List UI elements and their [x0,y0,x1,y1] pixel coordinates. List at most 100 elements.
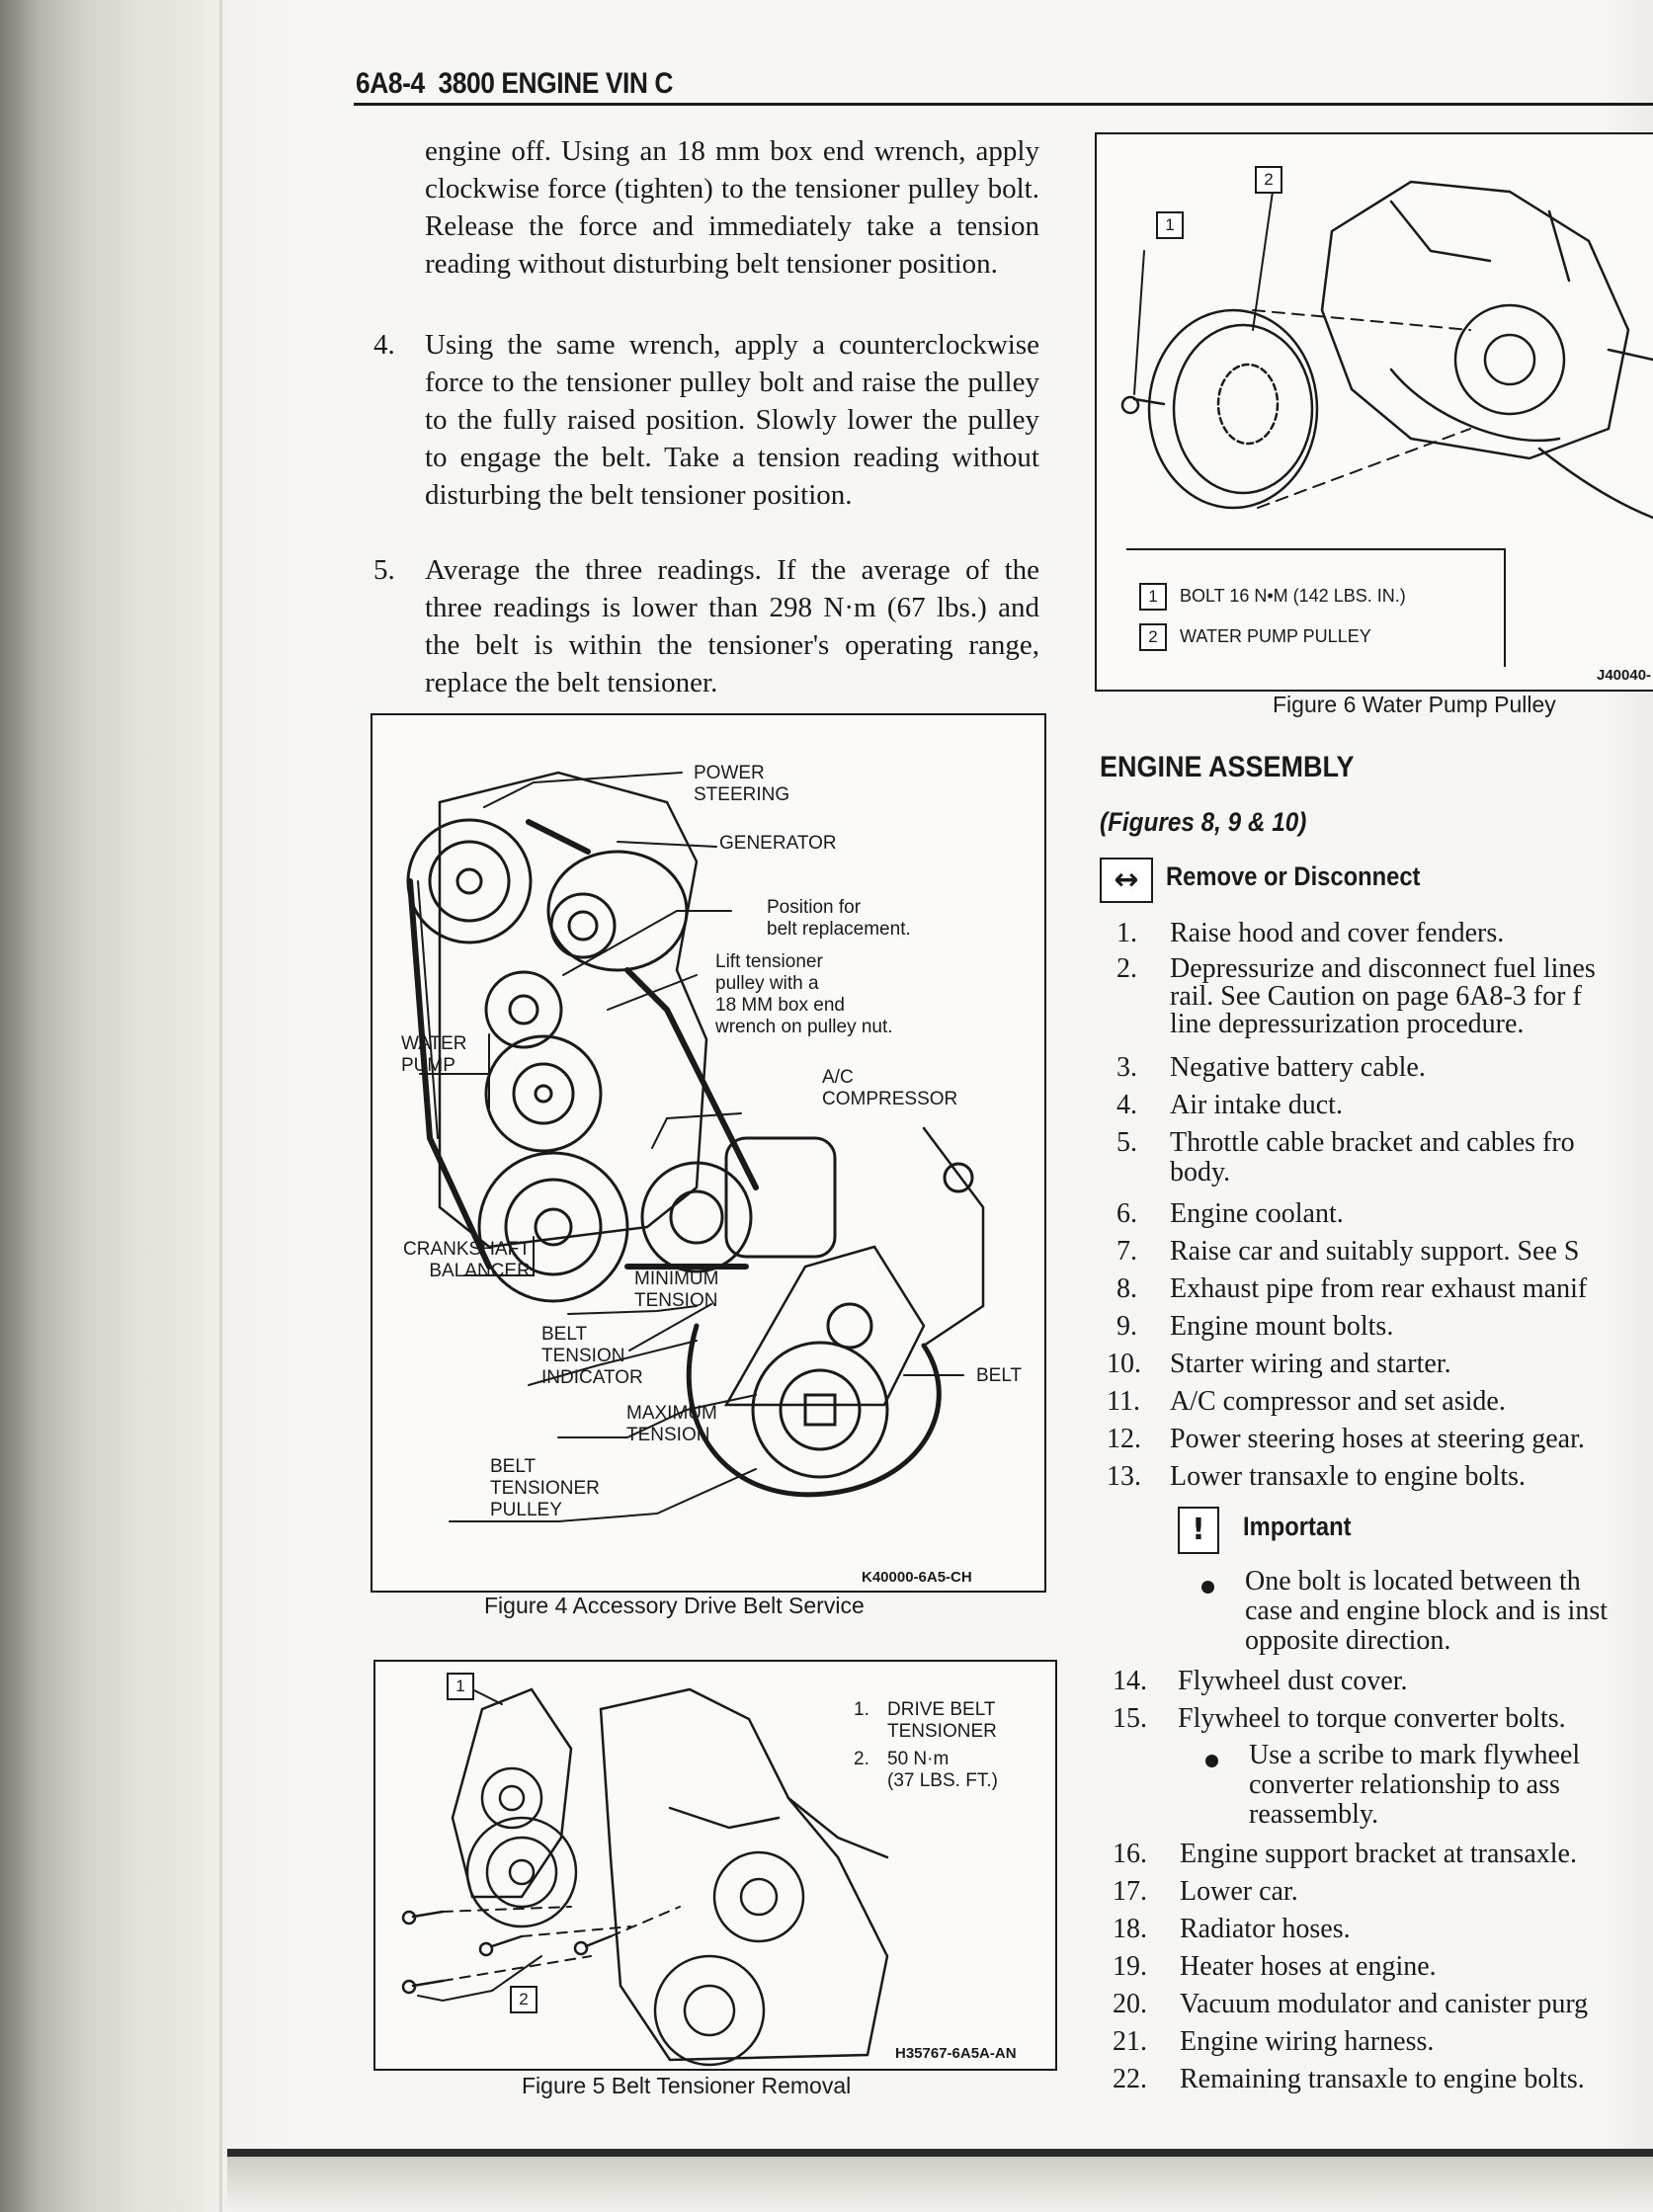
legend-num: 1. [854,1699,869,1720]
step-number: 8. [1116,1273,1137,1304]
label-crankshaft-balancer: CRANKSHAFT BALANCER [403,1239,531,1281]
figure-5-illustration [401,1683,889,2067]
legend-text: WATER PUMP PULLEY [1180,626,1371,646]
header-title: 3800 ENGINE VIN C [438,67,674,100]
section-heading: ENGINE ASSEMBLY [1100,751,1355,783]
important-icon: ! [1178,1507,1219,1554]
continued-paragraph: engine off. Using an 18 mm box end wrenc… [425,135,1039,280]
label-generator: GENERATOR [719,833,837,854]
step-number: 12. [1107,1424,1141,1454]
page-header: 6A8-4 3800 ENGINE VIN C [356,67,673,101]
page-edge [219,0,222,2212]
legend-text: 50 N·m (37 LBS. FT.) [887,1749,998,1791]
remove-disconnect-icon: ↔ [1100,858,1153,903]
note-line: case and engine block and is inst [1245,1596,1609,1626]
step-number: 20. [1113,1989,1147,2019]
step-number: 9. [1116,1311,1137,1342]
list-item: 5. Average the three readings. If the av… [373,551,1039,699]
label-power-steering: POWER STEERING [694,763,790,805]
page-bottom-bar [227,2149,1653,2157]
step-text: Flywheel dust cover. [1178,1666,1408,1696]
step-text: Depressurize and disconnect fuel lines [1170,953,1596,984]
step-number: 2. [1116,953,1137,984]
scribe-note: Use a scribe to mark flywheel converter … [1249,1739,1653,1847]
list-item: 4. Using the same wrench, apply a counte… [373,326,1039,553]
step-number: 17. [1113,1876,1147,1907]
label-maximum-tension: MAXIMUM TENSION [626,1403,717,1445]
callout-1: 1 [447,1673,474,1700]
note-line: One bolt is located between th [1245,1566,1581,1597]
label-ac-compressor: A/C COMPRESSOR [822,1067,958,1109]
figure-4-illustration [406,771,985,1522]
step-text: A/C compressor and set aside. [1170,1386,1506,1417]
step-number: 16. [1113,1839,1147,1869]
step-text: Raise hood and cover fenders. [1170,918,1505,948]
step-text: Engine wiring harness. [1180,2026,1435,2057]
engine-assembly-steps: 1. Raise hood and cover fenders. 2. Depr… [1107,917,1653,2142]
note-line: Use a scribe to mark flywheel [1249,1740,1581,1770]
figures-reference: (Figures 8, 9 & 10) [1100,807,1307,837]
step-number: 19. [1113,1951,1147,1982]
step-number: 10. [1107,1349,1141,1379]
header-rule [354,103,1653,106]
label-belt-tension-indicator: BELT TENSION INDICATOR [541,1324,643,1388]
book-spine-shadow [0,0,227,2212]
step-text: Vacuum modulator and canister purg [1180,1989,1589,2019]
step-text: Radiator hoses. [1180,1914,1351,1944]
legend-num: 2. [854,1749,869,1769]
label-lift: Lift tensioner pulley with a 18 MM box e… [715,951,893,1037]
step-number: 5. [1116,1127,1137,1158]
engine-assembly-steps-3: 16. Engine support bracket at transaxle.… [1113,1838,1653,2134]
step-text: Starter wiring and starter. [1170,1349,1451,1379]
step-number: 6. [1116,1198,1137,1229]
step-2-cont: line depressurization procedure. [1170,1009,1525,1039]
step-number: 4. [1116,1090,1137,1120]
step-text: Negative battery cable. [1170,1052,1426,1083]
legend-num-1: 1 [1139,583,1167,611]
note-line: reassembly. [1249,1799,1379,1830]
step-number: 14. [1113,1666,1147,1696]
step-number: 11. [1107,1386,1140,1417]
step-text: Flywheel to torque converter bolts. [1178,1703,1566,1734]
figure-6-caption: Figure 6 Water Pump Pulley [1273,692,1556,717]
legend-text: DRIVE BELT TENSIONER [887,1699,997,1742]
label-belt: BELT [976,1365,1023,1386]
label-position: Position for belt replacement. [767,897,911,940]
step-text: Exhaust pipe from rear exhaust manif [1170,1273,1588,1304]
step-number: 13. [1107,1461,1141,1492]
step-text: Air intake duct. [1170,1090,1343,1120]
step-text: Heater hoses at engine. [1180,1951,1437,1982]
page-ref: 6A8-4 [356,67,425,100]
bullet [1205,1755,1218,1767]
step-number: 22. [1113,2064,1147,2094]
step-number: 7. [1116,1236,1137,1267]
fig6-legend-rule [1126,548,1506,550]
figure-6-illustration [1120,180,1653,520]
callout-2: 2 [510,1986,537,2013]
bullet [1201,1581,1214,1594]
engine-assembly-steps-2: 14. Flywheel dust cover. 15. Flywheel to… [1113,1665,1653,1744]
figure-4-caption: Figure 4 Accessory Drive Belt Service [484,1593,865,1618]
step-text: Lower transaxle to engine bolts. [1170,1461,1527,1492]
step-text: Engine support bracket at transaxle. [1180,1839,1577,1869]
remove-disconnect-label: Remove or Disconnect [1166,861,1421,891]
item-text: Using the same wrench, apply a countercl… [425,329,1039,511]
important-label: Important [1243,1512,1352,1541]
item-text: Average the three readings. If the avera… [425,554,1039,698]
note-line: opposite direction. [1245,1625,1451,1656]
note-line: converter relationship to ass [1249,1769,1560,1800]
step-text: Engine mount bolts. [1170,1311,1394,1342]
step-number: 15. [1113,1703,1147,1734]
figure-5-caption: Figure 5 Belt Tensioner Removal [522,2073,852,2098]
step-text: Engine coolant. [1170,1198,1344,1229]
step-text: Throttle cable bracket and cables fro [1170,1127,1575,1158]
step-text: Lower car. [1180,1876,1298,1907]
callout-1: 1 [1156,211,1184,239]
step-number: 1. [1116,918,1137,948]
step-text: Power steering hoses at steering gear. [1170,1424,1585,1454]
step-number: 18. [1113,1914,1147,1944]
important-note: One bolt is located between th case and … [1245,1565,1653,1674]
label-belt-tensioner-pulley: BELT TENSIONER PULLEY [490,1456,600,1520]
legend-num-2: 2 [1139,623,1167,651]
step-text: Remaining transaxle to engine bolts. [1180,2064,1585,2094]
